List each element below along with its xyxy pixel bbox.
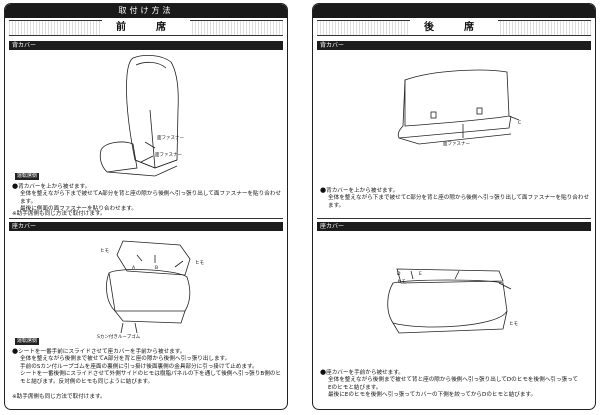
front-seat-note: ※助手席側も同じ方法で取付けます。: [12, 394, 106, 400]
front-callout-hook-loop: Sカン付きループゴム: [97, 335, 141, 340]
rear-seatback-step: ●背カバーを上から被せます。 全体を整えながら下まで被せてC部分を背と座の隙から…: [320, 186, 590, 210]
bullet-icon: ●: [320, 186, 327, 194]
rear-seatback-section: 背カバー 面ファスナー C ●背カバーを上から被せます。 全体を整えながら下まで…: [313, 41, 595, 209]
front-seatback-illustration: [99, 54, 179, 177]
front-seat-step-line: 全体を整えながら後側まで被せてA部分を背と座の隙から後側へ引っ張り出します。: [20, 356, 231, 363]
page-header: 取付け方法: [5, 4, 287, 18]
front-seat-heading: 座カバー: [9, 222, 283, 231]
rear-seat-step-line: 最後にEのヒモを後側へ引っ張ってカバーの下側を絞ってからDのヒモと結びます。: [328, 392, 537, 399]
front-seatback-step-title: 背カバーを上から被せます。: [18, 184, 91, 190]
front-seatback-step: ●背カバーを上から被せます。 全体を整えながら下まで被せてA部分を背と座の隙から…: [12, 182, 282, 214]
front-seat-badge: 運転席側: [15, 338, 40, 345]
front-callout-fastener-lower: 面ファスナー: [155, 153, 182, 158]
rear-seat-step-line: Eのヒモと結びます。: [328, 384, 382, 391]
rear-marker-e: E: [419, 272, 422, 277]
rear-divider: [317, 218, 591, 219]
front-marker-b: B: [155, 266, 159, 271]
front-callout-fastener-upper: 面ファスナー: [157, 136, 184, 141]
rear-callout-cord-right: ヒモ: [509, 322, 518, 327]
rear-seatback-illustration: [397, 69, 520, 145]
rear-callout-cord-left: ヒモ: [397, 280, 406, 285]
rear-marker-d: D: [397, 272, 401, 277]
rear-seat-panel: 後 席 背カバー 面ファスナー C ●背カバーを上から被せます。 全体を整えなが…: [312, 3, 596, 410]
front-marker-a: A: [132, 266, 136, 271]
rear-marker-c: C: [518, 121, 522, 126]
rear-title-strip: 後 席: [317, 20, 591, 36]
front-title-strip: 前 席: [9, 20, 283, 36]
front-divider: [9, 218, 283, 219]
front-seat-step-line: 手前のSカン付ループゴムを座面の裏側に引っ掛け後面裏側の金具部分に引っ掛けて止め…: [20, 363, 258, 370]
front-seat-illustration: [106, 240, 191, 334]
rear-seat-section: 座カバー D E ヒモ ヒモ ●座カバーを手前から被せます。 全体を整えながら後…: [313, 222, 595, 398]
rear-seatback-heading: 背カバー: [317, 41, 591, 50]
front-seat-step-line: シートを一番後側にスライドさせて外側サイドのヒモは樹脂パネルの下を通して後側へ引…: [20, 371, 281, 385]
front-callout-cord-a: ヒモ: [100, 249, 109, 254]
rear-seatback-step-title: 背カバーを上から被せます。: [326, 188, 399, 194]
front-seatback-step-line: 全体を整えながら下まで被せてA部分を背と座の隙から後側へ引っ張り出して面ファスナ…: [20, 191, 281, 205]
front-seatback-heading: 背カバー: [9, 41, 283, 50]
front-seat-step: ●シートを一番手前にスライドさせて座カバーを手前から被せます。 全体を整えながら…: [12, 347, 282, 386]
bullet-icon: ●: [320, 368, 327, 376]
front-seat-section: 座カバー ヒモ ヒモ A B Sカン付きループゴム 運転席側 ●シートを一番手前…: [5, 222, 287, 400]
rear-seat-step: ●座カバーを手前から被せます。 全体を整えながら後側まで被せて背と座の隙から後側…: [320, 368, 590, 400]
rear-seatback-step-line: 全体を整えながら下まで被せてC部分を背と座の隙から後側へ引っ張り出して面ファスナ…: [328, 195, 590, 209]
rear-seat-illustration: [387, 268, 512, 334]
rear-callout-fastener: 面ファスナー: [443, 142, 470, 147]
rear-seat-heading: 座カバー: [317, 222, 591, 231]
bullet-icon: ●: [12, 347, 19, 355]
rear-seat-step-title: 座カバーを手前から被せます。: [326, 370, 404, 376]
rear-title: 後 席: [410, 20, 498, 35]
rear-seat-step-line: 全体を整えながら後側まで被せて背と座の隙から後側へ引っ張り出してDのヒモを後側へ…: [328, 377, 578, 384]
front-title: 前 席: [102, 20, 190, 35]
front-seat-step-title: シートを一番手前にスライドさせて座カバーを手前から被せます。: [18, 349, 186, 355]
front-seat-panel: 取付け方法 前 席 背カバー 面ファスナー 面ファスナー 運転席側 ●背カバーを…: [4, 3, 288, 410]
front-seatback-badge: 運転席側: [15, 173, 40, 180]
bullet-icon: ●: [12, 182, 19, 190]
rear-top-bar: [313, 4, 595, 18]
front-seatback-step-line: 最後に側面の面ファスナーを貼り合わせます。: [20, 206, 137, 213]
front-seatback-note: ※助手席側も同じ方法で取付けます。: [12, 211, 106, 217]
front-callout-cord-b: ヒモ: [195, 261, 204, 266]
front-seatback-section: 背カバー 面ファスナー 面ファスナー 運転席側 ●背カバーを上から被せます。 全…: [5, 41, 287, 217]
